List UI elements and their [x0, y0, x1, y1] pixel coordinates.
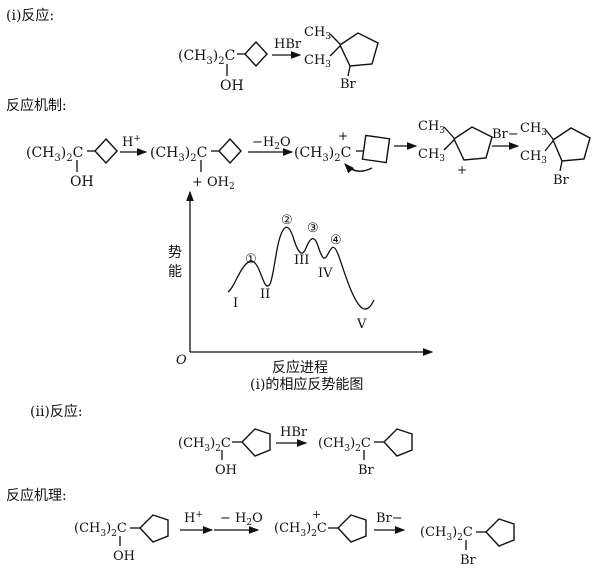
x-axis-label: 反应进程	[272, 359, 328, 376]
mech2-step1-reagent: H+	[184, 510, 203, 526]
y-axis-label-1: 势	[168, 245, 182, 261]
part2-heading: (ii)反应:	[30, 403, 83, 420]
part1-reagent: HBr	[274, 37, 302, 52]
intermediate-I: I	[233, 296, 238, 311]
mech1-step1-reagent: H+	[122, 134, 141, 150]
svg-text:+: +	[457, 163, 467, 177]
svg-text:(CH3)2C: (CH3)2C	[178, 48, 235, 67]
mech1-reactant: (CH3)2C OH	[26, 137, 118, 190]
mechanism2-heading: 反应机理:	[6, 487, 67, 504]
svg-text:Br: Br	[553, 173, 570, 188]
mech2-step2-reagent: − H2O	[220, 511, 263, 528]
svg-text:CH3: CH3	[304, 25, 331, 42]
peak-4-label: ④	[330, 233, 342, 248]
mech1-step4-reagent: Br−	[492, 127, 519, 142]
svg-text:(CH3)2C: (CH3)2C	[294, 145, 351, 164]
mech2-carbocation: (CH3)2C +	[274, 508, 367, 543]
intermediate-V: V	[356, 317, 367, 332]
diagram-caption: (i)的相应反势能图	[250, 376, 363, 393]
svg-text:Br: Br	[358, 463, 375, 478]
mech1-carbocation: (CH3)2C +	[294, 129, 391, 174]
mech1-step2-reagent: −H2O	[252, 135, 291, 152]
svg-text:CH3: CH3	[520, 121, 547, 138]
svg-text:OH: OH	[70, 174, 94, 190]
part1-heading: (i)反应:	[6, 7, 54, 24]
cyclobutane-ring	[244, 40, 268, 68]
part2-product: (CH3)2C Br	[318, 428, 413, 478]
energy-curve	[227, 226, 375, 310]
svg-text:CH3: CH3	[418, 147, 445, 164]
mech2-step3-reagent: Br−	[376, 511, 403, 526]
svg-text:OH2: OH2	[207, 175, 235, 192]
svg-text:OH: OH	[215, 463, 237, 478]
part2-reactant: (CH3)2C OH	[178, 428, 271, 478]
svg-text:(CH3)2C: (CH3)2C	[74, 521, 127, 539]
energy-diagram: 势 能 O 反应进程 (i)的相应反势能图 ① ② ③ ④ I II III I…	[168, 190, 434, 393]
svg-text:CH3: CH3	[304, 53, 331, 70]
intermediate-III: III	[294, 253, 309, 268]
mech1-protonated: (CH3)2C + OH2	[150, 137, 242, 192]
svg-text:(CH3)2C: (CH3)2C	[26, 145, 83, 164]
svg-text:(CH3)2C: (CH3)2C	[318, 436, 371, 454]
svg-text:Br: Br	[460, 553, 477, 568]
cyclopentane-ring	[339, 32, 379, 67]
svg-text:CH3: CH3	[520, 149, 547, 166]
svg-text:(CH3)2C: (CH3)2C	[150, 145, 207, 164]
peak-1-label: ①	[245, 252, 257, 267]
part1-reactant: (CH3)2C OH	[178, 40, 268, 94]
hydroxyl-label: OH	[220, 78, 244, 94]
svg-text:(CH3)2C: (CH3)2C	[274, 521, 327, 539]
origin-label: O	[176, 353, 187, 368]
svg-text:(CH3)2C: (CH3)2C	[178, 436, 231, 454]
mechanism1-heading: 反应机制:	[6, 97, 67, 114]
mech2-product: (CH3)2C Br	[420, 518, 515, 568]
part1-product: CH3 CH3 Br	[304, 25, 379, 92]
intermediate-II: II	[260, 287, 270, 302]
svg-text:OH: OH	[113, 549, 135, 564]
svg-text:+: +	[192, 175, 203, 190]
mech1-rearranged: CH3 CH3 +	[418, 119, 493, 177]
svg-text:Br: Br	[340, 77, 357, 92]
mech2-reactant: (CH3)2C OH	[74, 514, 169, 564]
svg-text:(CH3)2C: (CH3)2C	[420, 525, 473, 543]
peak-3-label: ③	[307, 221, 319, 236]
mech1-product: CH3 CH3 Br	[520, 121, 591, 188]
y-axis-label-2: 能	[168, 264, 182, 280]
svg-text:CH3: CH3	[418, 119, 445, 136]
svg-text:+: +	[338, 129, 348, 143]
part2-reagent: HBr	[280, 425, 308, 440]
peak-2-label: ②	[281, 213, 293, 228]
svg-text:+: +	[312, 508, 321, 521]
intermediate-IV: IV	[318, 266, 333, 281]
